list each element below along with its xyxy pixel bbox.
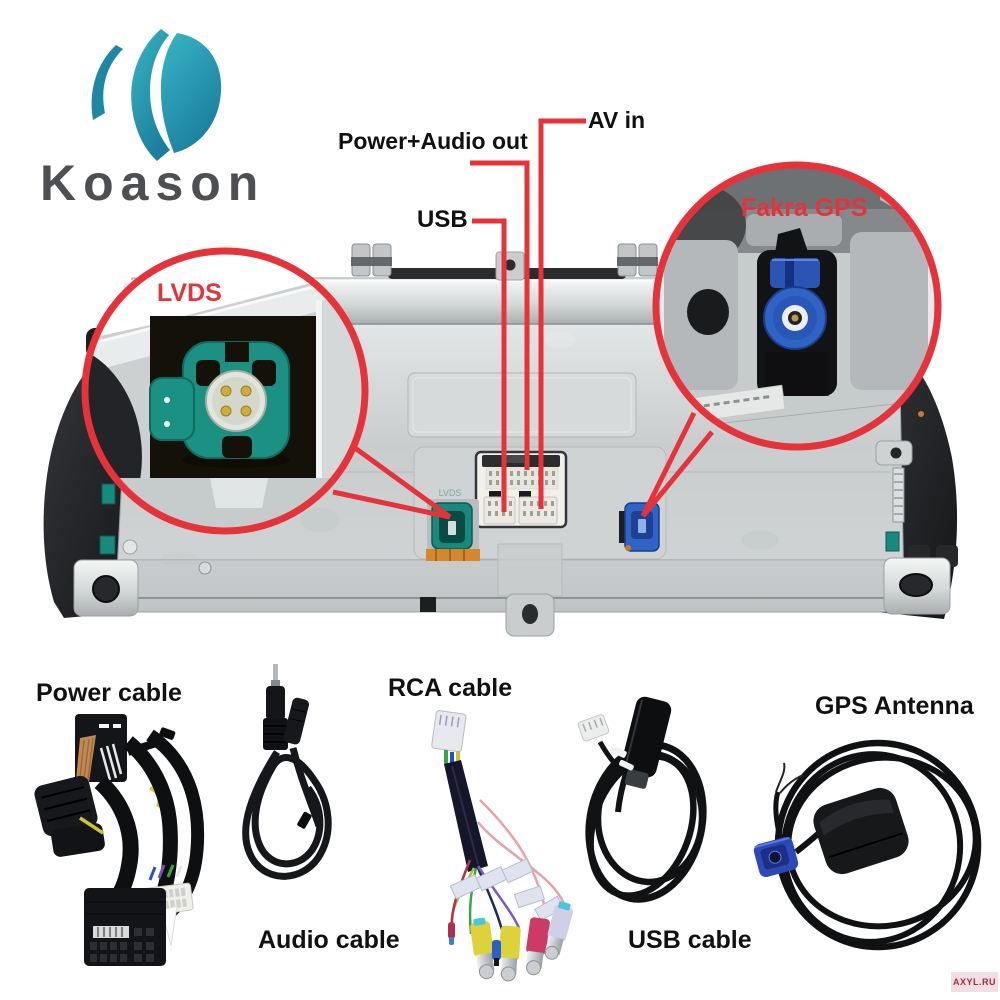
usb-cable-illustration — [577, 696, 707, 903]
accessory-label-gps-antenna: GPS Antenna — [815, 692, 974, 720]
fakra-pointer-lines — [640, 411, 714, 518]
fakra-gps-magnifier — [656, 165, 938, 447]
accessory-label-audio-cable: Audio cable — [258, 926, 400, 954]
label-lvds: LVDS — [157, 279, 222, 307]
annotation-lines — [81, 118, 942, 535]
power-cable-illustration — [34, 714, 205, 966]
bracket-center — [505, 593, 555, 637]
usb-pointer-line — [472, 218, 507, 512]
label-fakra-gps: Fakra GPS — [741, 194, 868, 222]
bracket-right — [883, 557, 951, 615]
lvds-magnifier — [85, 251, 365, 531]
screw — [198, 561, 212, 575]
label-av-in: AV in — [588, 107, 646, 133]
audio-cable-illustration — [242, 664, 332, 880]
accessory-label-usb-cable: USB cable — [628, 926, 752, 954]
watermark-badge: AXYL.RU — [951, 972, 998, 992]
lvds-magnifier-ring — [81, 247, 369, 535]
mounting-clip-left — [351, 243, 392, 277]
bracket-left — [73, 559, 139, 617]
gps-socket — [619, 502, 660, 552]
fakra-magnifier-ring — [652, 161, 942, 451]
label-usb: USB — [417, 206, 468, 233]
top-screw-tab — [495, 251, 525, 281]
av-in-pointer-line — [538, 118, 586, 509]
gps-fakra-plug — [753, 836, 799, 878]
power-audio-pointer-line — [470, 160, 530, 470]
gps-antenna-illustration — [753, 739, 982, 951]
panel-print-lvds: LVDS — [439, 488, 462, 498]
rca-cable-illustration — [431, 710, 573, 982]
lvds-pointer-lines — [332, 445, 452, 520]
koason-logo-icon — [91, 29, 222, 161]
mounting-clip-right — [617, 243, 658, 277]
accessory-label-power-cable: Power cable — [36, 679, 182, 707]
accessory-label-rca-cable: RCA cable — [388, 674, 513, 702]
gps-antenna-puck — [813, 787, 909, 875]
brand-wordmark: Koason — [40, 155, 266, 211]
screw — [122, 539, 138, 555]
label-power-audio-out: Power+Audio out — [338, 128, 528, 154]
main-harness-socket — [474, 450, 568, 529]
